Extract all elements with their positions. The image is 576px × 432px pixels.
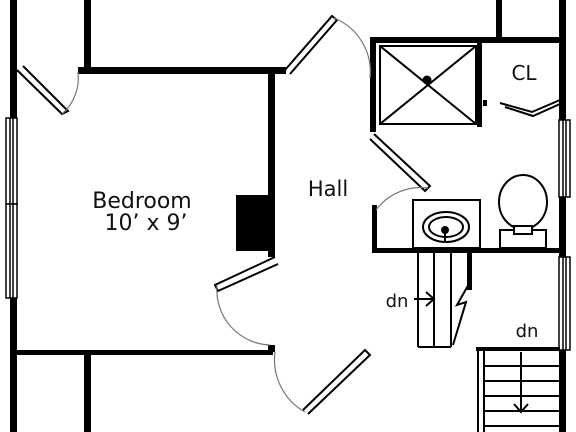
upper-stair-label: dn [386, 291, 409, 312]
lower-stair-label: dn [516, 321, 539, 342]
interior-walls [17, 0, 560, 432]
shower [379, 45, 487, 125]
windows [5, 117, 571, 351]
lower-stair [477, 351, 559, 432]
bedroom-size-label: 10’ x 9’ [105, 211, 188, 236]
closet-label: CL [511, 61, 537, 85]
bedroom-name-label: Bedroom [92, 189, 192, 214]
hall-door-top [284, 14, 371, 79]
vanity-sink [412, 199, 481, 249]
exterior-walls [10, 0, 566, 432]
hall-door-bottom [273, 348, 372, 415]
stair-arrow-down-icon [513, 352, 529, 414]
stair-window [558, 256, 571, 351]
closet-bifold-door [499, 99, 561, 118]
doors [16, 14, 561, 415]
toilet [498, 174, 548, 249]
stair-arrow-right-icon [414, 291, 436, 307]
bedroom-window-upper [5, 117, 18, 205]
upper-stair [414, 253, 471, 348]
drain-icon [422, 75, 432, 85]
bedroom-door-top [16, 65, 79, 116]
hall-door-left [213, 256, 279, 346]
bath-door [369, 133, 432, 211]
bedroom-window-lower [5, 203, 18, 299]
bath-window [558, 119, 571, 198]
hall-label: Hall [308, 177, 348, 201]
